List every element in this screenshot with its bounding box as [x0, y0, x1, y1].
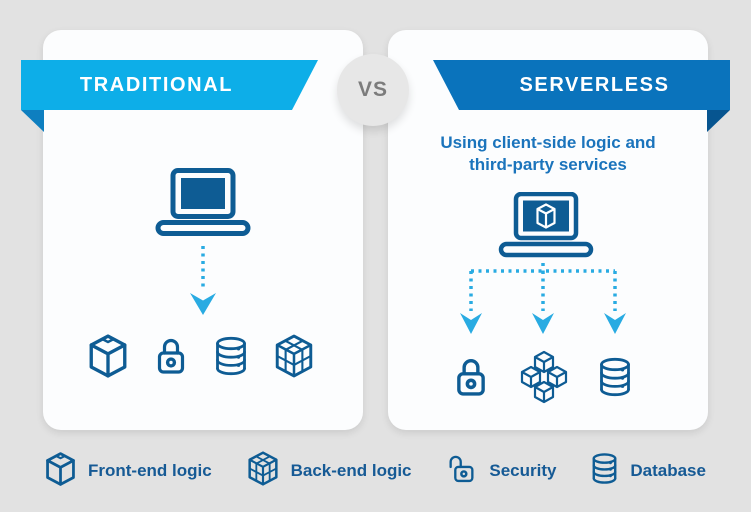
back-end-cubes-cluster-icon	[520, 350, 568, 409]
database-icon	[214, 335, 248, 382]
serverless-title: SERVERLESS	[519, 73, 670, 96]
serverless-subtitle: Using client-side logic and third-party …	[394, 132, 702, 177]
traditional-services-row	[88, 330, 315, 386]
front-end-cube-icon	[88, 333, 128, 383]
serverless-ribbon: SERVERLESS	[433, 60, 730, 110]
serverless-ribbon-fold	[707, 110, 730, 132]
vs-label: VS	[357, 78, 388, 101]
back-end-cube-icon	[273, 334, 315, 383]
back-end-cube-icon	[247, 451, 279, 491]
legend: Front-end logic Back-end logic	[45, 450, 706, 492]
database-icon	[598, 356, 632, 403]
legend-item-security: Security	[446, 452, 556, 490]
laptop-cube-icon	[498, 191, 594, 264]
security-lock-icon	[446, 452, 477, 490]
security-lock-icon	[153, 335, 189, 382]
serverless-services-row	[452, 350, 632, 408]
branch-arrows-icon	[458, 261, 628, 346]
traditional-title: TRADITIONAL	[79, 73, 234, 96]
front-end-cube-icon	[45, 451, 76, 491]
subtitle-line-2: third-party services	[469, 155, 627, 175]
subtitle-line-1: Using client-side logic and	[440, 133, 656, 152]
legend-label: Security	[489, 461, 557, 480]
traditional-ribbon: TRADITIONAL	[21, 60, 318, 110]
laptop-icon	[152, 168, 254, 243]
vs-badge: VS	[337, 54, 409, 126]
traditional-ribbon-fold	[21, 110, 44, 132]
security-lock-icon	[452, 355, 490, 404]
legend-label: Database	[630, 461, 706, 480]
database-icon	[591, 452, 618, 490]
down-arrow-icon	[189, 244, 217, 323]
legend-item-front-end: Front-end logic	[45, 451, 212, 491]
legend-item-database: Database	[591, 452, 706, 490]
legend-item-back-end: Back-end logic	[247, 451, 412, 491]
legend-label: Front-end logic	[88, 461, 212, 480]
legend-label: Back-end logic	[290, 461, 412, 480]
